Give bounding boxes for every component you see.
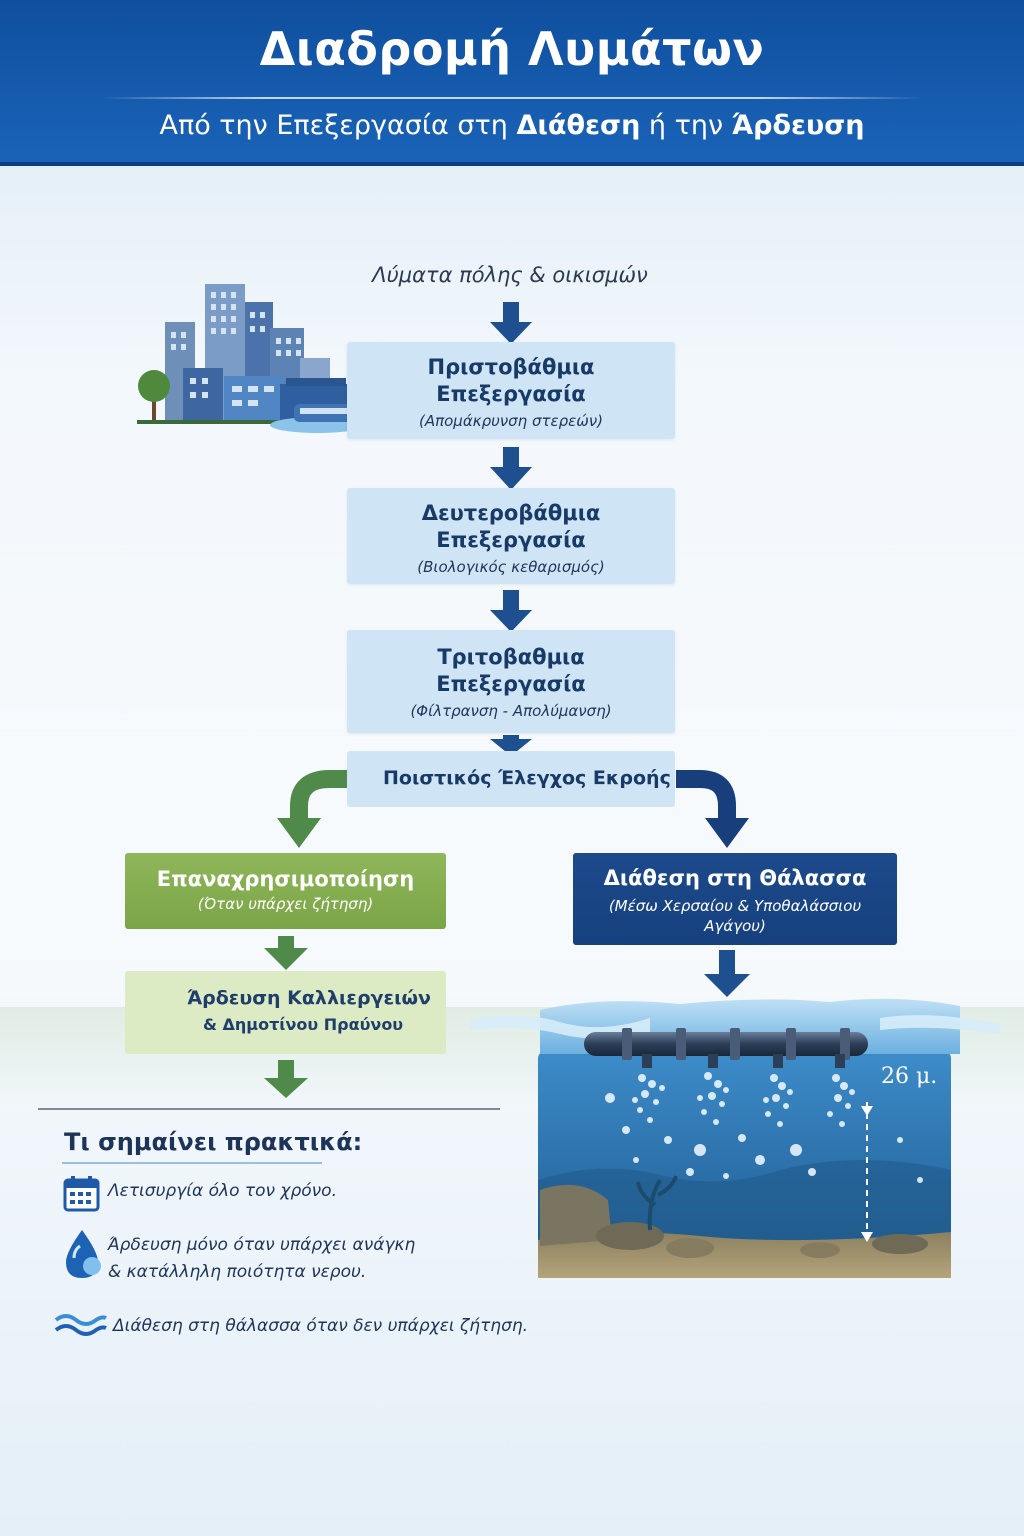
- practical-item-2-line-1: Άρδευση μόνο όταν υπάρχει ανάγκη: [108, 1235, 416, 1255]
- arrow-to-sea: [676, 770, 749, 848]
- subtitle-bold-disposal: Διάθεση: [516, 110, 641, 141]
- header-divider: [100, 97, 924, 99]
- pipeline: [584, 1028, 868, 1068]
- step-secondary-title-1: Δευτεροβάθμια: [421, 501, 601, 525]
- reuse-box: Επαναχρησιμοποίηση (Όταν υπάρχει ζήτηση): [125, 853, 446, 929]
- header-banner: Διαδρομή Λυμάτων Από την Επεξεργασία στη…: [0, 0, 1024, 166]
- practical-item-3-text: Διάθεση στη θάλασσα όταν δεν υπάρχει ζήτ…: [113, 1316, 529, 1336]
- subtitle-text-1: Από την Επεξεργασία στη: [159, 110, 517, 141]
- step-tertiary-title-2: Επεξεργασία: [436, 672, 586, 696]
- flow-arrows: [490, 302, 750, 997]
- arrow-to-irrigation: [264, 936, 308, 970]
- step-tertiary: Τριτοβαθμια Επεξεργασία (Φίλτρανση - Απο…: [347, 630, 675, 733]
- step-secondary: Δευτεροβάθμια Επεξεργασία (Βιολογικός κε…: [347, 488, 675, 584]
- quality-check-box: Ποιστικός Έλεγχος Εκροής: [347, 751, 675, 807]
- step-tertiary-title-1: Τριτοβαθμια: [437, 645, 585, 669]
- diffuser-bubbles: [605, 1072, 923, 1183]
- step-tertiary-sub: (Φίλτρανση - Απολύμανση): [410, 702, 612, 720]
- step-secondary-title-2: Επεξεργασία: [436, 528, 586, 552]
- practical-item-1-text: Λετισυργία όλο τον χρόνο.: [108, 1181, 337, 1201]
- sea-disposal-box: Διάθεση στη Θάλασσα (Μέσω Χερσαίου & Υπο…: [573, 853, 897, 945]
- sea-disposal-sub: (Μέσω Χερσαίου & Υποθαλάσσιου Αγάγου): [608, 897, 862, 935]
- practical-item-year-round: Λετισυργία όλο τον χρόνο.: [108, 1178, 337, 1205]
- section-divider: [38, 1108, 500, 1110]
- subtitle-bold-irrigation: Άρδευση: [731, 110, 865, 141]
- irrigation-sub: & Δημοτίνου Πραύνου: [203, 1015, 404, 1034]
- arrow-to-primary: [490, 302, 532, 344]
- source-label: Λύματα πόλης & οικισμών: [372, 263, 648, 287]
- calendar-icon: [63, 1176, 100, 1212]
- page-title: Διαδρομή Λυμάτων: [259, 22, 765, 76]
- step-primary-sub: (Απομάκρυνση στερεών): [418, 412, 604, 430]
- subtitle-text-2: ή την: [640, 110, 732, 141]
- practical-title: Τι σημαίνει πρακτικά:: [64, 1128, 363, 1156]
- irrigation-title: Άρδευση Καλλιεργειών: [187, 987, 431, 1009]
- arrow-to-secondary: [490, 447, 532, 490]
- quality-check-label: Ποιστικός Έλεγχος Εκροής: [383, 767, 671, 789]
- arrow-to-pipeline: [704, 950, 750, 997]
- arrow-below-irrigation: [264, 1060, 308, 1098]
- sea-disposal-title: Διάθεση στη Θάλασσα: [603, 866, 867, 890]
- practical-title-underline: [62, 1162, 322, 1164]
- reuse-title: Επαναχρησιμοποίηση: [156, 867, 415, 891]
- reuse-sub: (Όταν υπάρχει ζήτηση): [197, 895, 374, 913]
- waves-icon: [54, 1314, 107, 1336]
- step-primary-title-1: Πριστοβάθμια: [427, 355, 595, 379]
- green-arrows: [264, 936, 308, 1098]
- irrigation-box: Άρδευση Καλλιεργειών & Δημοτίνου Πραύνου: [125, 971, 446, 1054]
- undersea-scene: [470, 998, 1000, 1278]
- practical-item-irrigation: Άρδευση μόνο όταν υπάρχει ανάγκη & κατάλ…: [108, 1232, 415, 1286]
- depth-label: 26 μ.: [881, 1064, 938, 1089]
- step-primary-title-2: Επεξεργασία: [436, 382, 586, 406]
- page-subtitle: Από την Επεξεργασία στη Διάθεση ή την Άρ…: [0, 110, 1024, 141]
- practical-item-sea: Διάθεση στη θάλασσα όταν δεν υπάρχει ζήτ…: [113, 1313, 528, 1340]
- water-drop-icon: [66, 1230, 101, 1278]
- step-primary: Πριστοβάθμια Επεξεργασία (Απομάκρυνση στ…: [347, 342, 675, 439]
- arrow-to-quality: [490, 735, 532, 756]
- practical-item-2-line-2: & κατάλληλη ποιότητα νερου.: [108, 1262, 367, 1282]
- arrow-to-tertiary: [490, 590, 532, 632]
- step-secondary-sub: (Βιολογικός κεθαρισμός): [417, 558, 605, 576]
- depth-indicator: [861, 1102, 873, 1242]
- city-illustration: [137, 284, 367, 433]
